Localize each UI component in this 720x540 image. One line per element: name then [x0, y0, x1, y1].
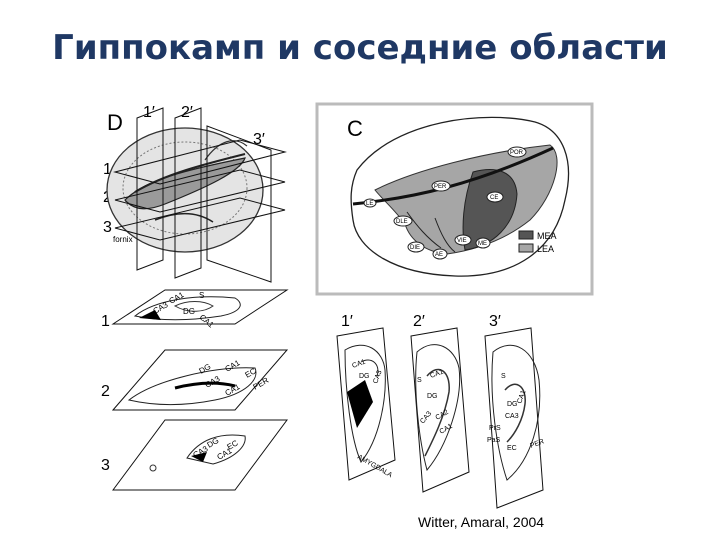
c3-prs: PrS	[489, 425, 501, 432]
region-dle: DLE	[396, 219, 408, 225]
coronal-sections: 1′ 2′ 3′ CA1 DG CA3 AMYGDALA S CA1 DG CA…	[337, 313, 545, 508]
c3-s: S	[501, 373, 506, 380]
hippocampus-figure: D 1′ 2′ 3′ 1 2 3 fornix C	[95, 100, 595, 510]
slide-title: Гиппокамп и соседние области	[0, 28, 720, 68]
region-die: DIE	[410, 245, 420, 251]
region-vie: VIE	[457, 238, 467, 244]
coronal-label-3prime: 3′	[489, 313, 501, 330]
region-per: PER	[434, 184, 447, 190]
region-le: LE	[366, 201, 373, 207]
section-1-label: 1	[101, 313, 110, 330]
cut-label-2prime: 2′	[181, 104, 193, 121]
panel-c: C POR PER CE LE DLE DIE VIE ME AE	[317, 104, 592, 294]
legend-label-mea: MEA	[537, 231, 557, 241]
panel-d: D 1′ 2′ 3′ 1 2 3 fornix	[103, 104, 285, 282]
legend-swatch-lea	[519, 244, 533, 252]
c1-dg: DG	[359, 373, 370, 380]
coronal-label-2prime: 2′	[413, 313, 425, 330]
panel-d-label: D	[107, 110, 123, 135]
section-2-label: 2	[101, 383, 110, 400]
s1-dg: DG	[183, 307, 195, 316]
legend-label-lea: LEA	[537, 244, 554, 254]
cut-label-1prime: 1′	[143, 104, 155, 121]
panel-c-label: C	[347, 116, 363, 141]
coronal-2prime-plane	[411, 328, 469, 492]
c3-pas: PaS	[487, 437, 501, 444]
fornix-label: fornix	[113, 235, 133, 244]
c3-ca3: CA3	[505, 413, 519, 420]
coronal-label-1prime: 1′	[341, 313, 353, 330]
c2-dg: DG	[427, 393, 438, 400]
region-ce: CE	[490, 195, 498, 201]
region-me: ME	[478, 241, 487, 247]
s1-s: S	[199, 291, 204, 300]
figure-caption: Witter, Amaral, 2004	[418, 514, 544, 530]
section-3-label: 3	[101, 457, 110, 474]
legend-swatch-mea	[519, 231, 533, 239]
c2-s: S	[417, 377, 422, 384]
c3-ec: EC	[507, 445, 517, 452]
region-por: POR	[510, 150, 524, 156]
region-ae: AE	[435, 252, 443, 258]
horizontal-sections: 1 CA1 S DG CA3 CA1 2 DG CA1 EC CA3 PER C…	[101, 290, 287, 490]
cut-label-3: 3	[103, 219, 112, 236]
c3-dg: DG	[507, 401, 518, 408]
